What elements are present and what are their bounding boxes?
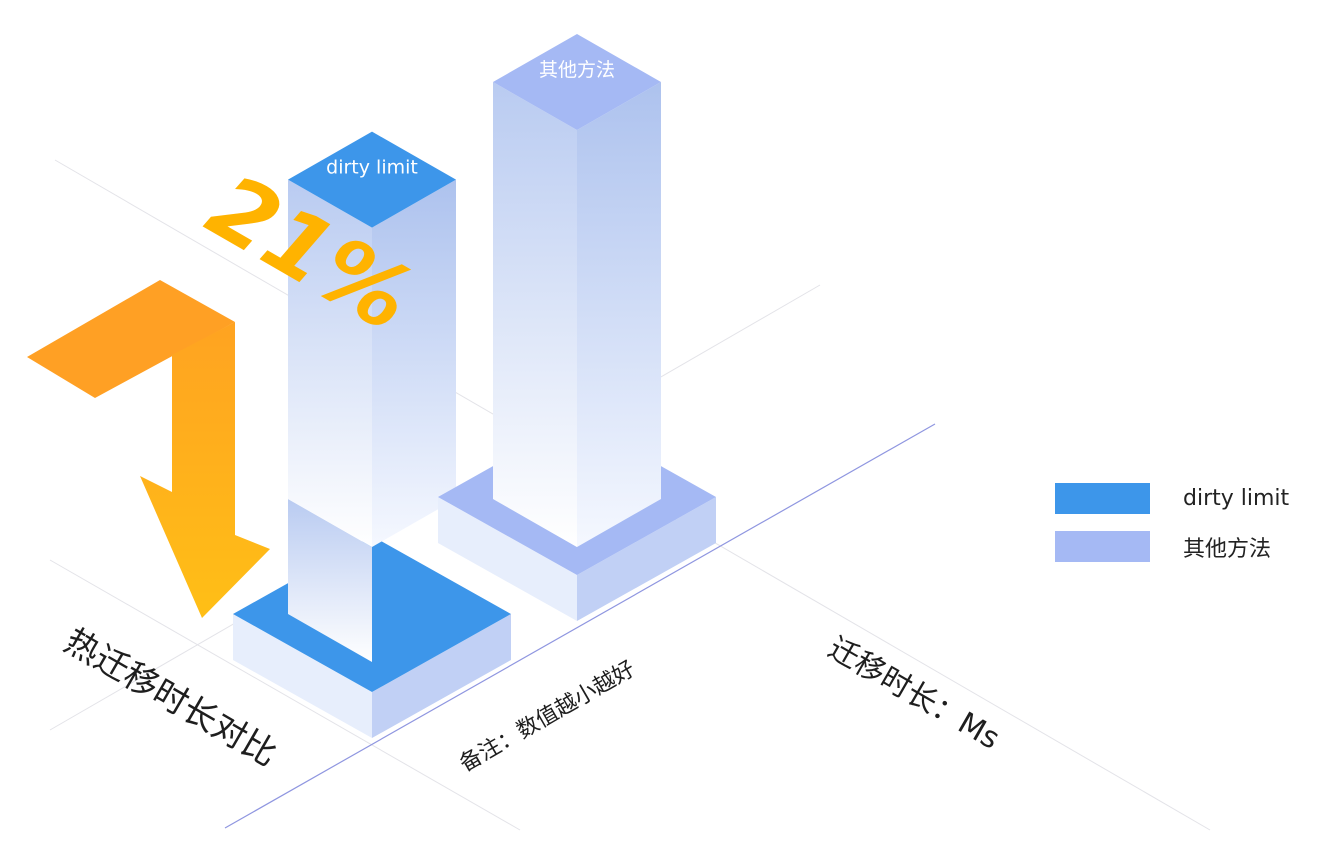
legend-label-other: 其他方法: [1183, 536, 1272, 562]
base-left-dirty-limit: [233, 614, 372, 738]
legend-item-dirty-limit: dirty limit: [1055, 483, 1289, 514]
floor-axis-line: [224, 423, 936, 829]
base-right-other: [577, 497, 716, 621]
bar-front-dirty-limit: [288, 499, 372, 662]
bar-face-right-dirty-limit: [372, 179, 456, 547]
bar-face-left-dirty-limit: [288, 179, 372, 547]
bar-top-other: [493, 34, 661, 130]
legend-swatch-dirty-limit: [1055, 483, 1150, 514]
legend-item-other: 其他方法: [1055, 531, 1289, 562]
base-left-other: [438, 497, 577, 621]
bar-label-dirty-limit: dirty limit: [326, 157, 418, 179]
bar-top-dirty-limit: [288, 131, 456, 228]
bars-group: dirty limit 其他方法: [233, 34, 716, 738]
bar-label-other: 其他方法: [539, 59, 615, 81]
bar-face-right-other: [577, 82, 661, 547]
bar-face-left-other: [493, 82, 577, 547]
down-arrow-icon: [27, 280, 270, 618]
legend-label-dirty-limit: dirty limit: [1183, 486, 1290, 511]
base-right-dirty-limit: [372, 614, 511, 738]
legend: dirty limit 其他方法: [1055, 483, 1289, 579]
axis-label-y: 迁移时长：Ms: [822, 631, 1005, 757]
legend-swatch-other: [1055, 531, 1150, 562]
